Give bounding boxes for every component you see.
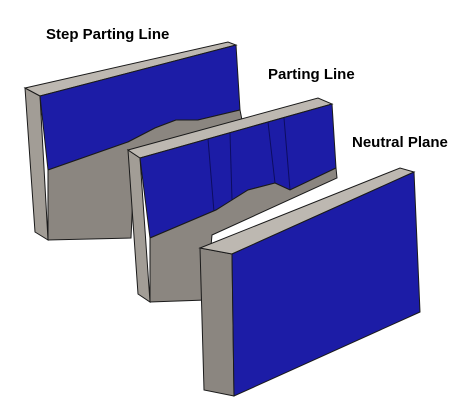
parting-block-gray-face (149, 167, 338, 303)
parting-line-label: Parting Line (268, 66, 355, 83)
neutral-plane-block (198, 167, 421, 397)
step-parting-line-block (23, 41, 243, 241)
step-parting-line-label: Step Parting Line (46, 26, 169, 43)
neutral-block-blue-face (231, 171, 421, 397)
parting-facet-line-2 (229, 132, 233, 201)
parting-facet-line-3 (267, 121, 276, 184)
parting-line-block (126, 97, 338, 303)
neutral-plane-label: Neutral Plane (352, 134, 448, 151)
neutral-block-side-face (199, 247, 235, 397)
parting-facet-line-1 (207, 138, 215, 213)
step-block-gray-face (47, 109, 243, 241)
parting-facet-line-4 (283, 117, 291, 191)
